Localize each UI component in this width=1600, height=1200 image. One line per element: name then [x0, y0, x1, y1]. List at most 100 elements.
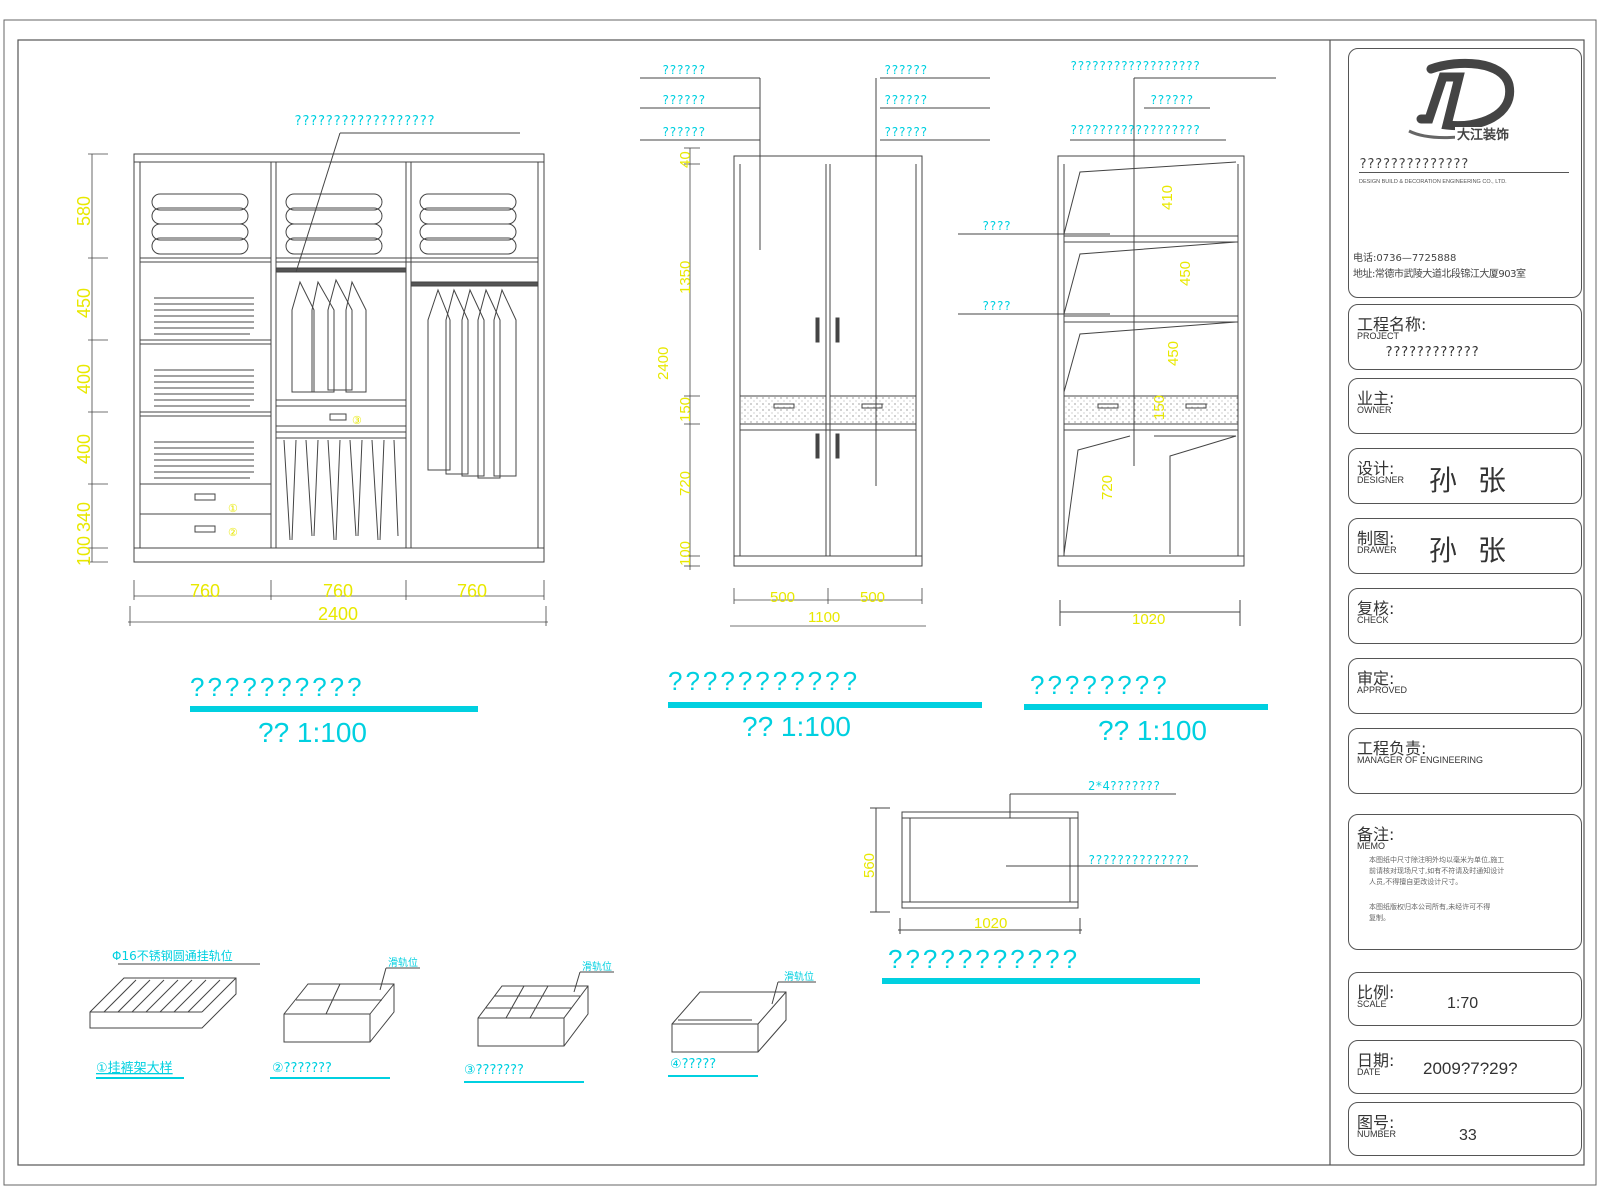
- side-dim-v-2: 450: [1177, 261, 1194, 286]
- front-leader-text: ??????????????????: [294, 114, 435, 129]
- tb-drawer-value: 孙 张: [1429, 534, 1512, 567]
- closed-dim-v-1: 40: [677, 151, 694, 168]
- tb-manager: 工程负责: MANAGER OF ENGINEERING: [1348, 728, 1582, 794]
- accessory-4-label: ④?????: [670, 1057, 716, 1072]
- front-dim-h-3: 760: [457, 581, 487, 601]
- front-view: [133, 132, 545, 563]
- tb-scale-value: 1:70: [1447, 995, 1479, 1012]
- closed-leader-right-3: ??????: [884, 125, 927, 139]
- tb-number-zh: 图号:: [1357, 1113, 1395, 1132]
- tb-number: 图号: NUMBER 33: [1348, 1102, 1582, 1156]
- closed-leader-right-1: ??????: [884, 63, 927, 77]
- tb-owner-zh: 业主:: [1357, 389, 1395, 408]
- side-leader-top-1: ??????????????????: [1070, 59, 1200, 73]
- front-dim-v-5: 340: [74, 502, 94, 532]
- front-drawer-mark-2: ②: [228, 527, 238, 539]
- side-dim-total: 1020: [1132, 611, 1165, 628]
- tb-scale-en: SCALE: [1357, 999, 1387, 1009]
- front-dim-v-1: 580: [74, 196, 94, 226]
- tb-drawer-zh: 制图:: [1357, 529, 1395, 548]
- side-view-title: ????????: [1030, 670, 1170, 700]
- tb-date-value: 2009?7?29?: [1423, 1059, 1518, 1078]
- drawer-dim-w: 1020: [974, 915, 1007, 932]
- front-title-bar: [190, 706, 478, 712]
- tb-owner: 业主: OWNER: [1348, 378, 1582, 434]
- closed-dim-v-4: 150: [677, 397, 694, 422]
- svg-text:大江装饰: 大江装饰: [1457, 127, 1509, 143]
- tb-scale: 比例: SCALE 1:70: [1348, 972, 1582, 1026]
- tb-memo-line-5: 复制。: [1369, 914, 1390, 922]
- closed-leader-left-3: ??????: [662, 125, 705, 139]
- tb-designer-en: DESIGNER: [1357, 475, 1405, 485]
- accessory-1-callout: Φ16不锈钢圆通挂轨位: [112, 948, 233, 963]
- tb-drawer: 制图: DRAWER 孙 张: [1348, 518, 1582, 574]
- tb-number-en: NUMBER: [1357, 1129, 1397, 1139]
- closed-dim-labels: 40 1350 2400 150 720 100 500 500 1100: [655, 151, 885, 626]
- tb-memo: 备注: MEMO 本图纸中尺寸除注明外均以毫米为单位,施工 前请核对现场尺寸,如…: [1348, 814, 1582, 950]
- accessory-3: [477, 971, 614, 1047]
- closed-view-title: ???????????: [668, 666, 860, 696]
- tb-date-en: DATE: [1357, 1067, 1381, 1077]
- tb-number-value: 33: [1459, 1127, 1477, 1144]
- company-logo: 大江装饰: [1408, 58, 1515, 143]
- tb-approved-en: APPROVED: [1357, 685, 1408, 695]
- front-dim-h-2: 760: [323, 581, 353, 601]
- drawer-leader-right: ??????????????: [1088, 853, 1189, 867]
- accessory-3-label: ③???????: [464, 1063, 524, 1078]
- front-dim-total: 2400: [318, 604, 358, 624]
- accessory-2-label: ②???????: [272, 1061, 332, 1076]
- closed-dim-h-1: 500: [770, 589, 795, 606]
- tb-memo-en: MEMO: [1357, 841, 1385, 851]
- closed-view-scale: ?? 1:100: [742, 711, 851, 742]
- closed-view: [640, 77, 990, 567]
- closed-leader-right-2: ??????: [884, 93, 927, 107]
- closed-leader-texts: ?????? ?????? ?????? ?????? ?????? ?????…: [662, 63, 927, 139]
- side-leader-texts: ?????????????????? ?????? ??????????????…: [982, 59, 1200, 313]
- tb-designer: 设计: DESIGNER 孙 张: [1348, 448, 1582, 504]
- front-dim-labels: 760 760 760 2400 580 450 400 400 340 100…: [74, 196, 487, 624]
- closed-dim-total: 1100: [808, 609, 840, 626]
- drawer-plan: [870, 793, 1198, 934]
- tb-approved: 审定: APPROVED: [1348, 658, 1582, 714]
- accessory-4: [671, 981, 816, 1053]
- front-dim-v-2: 450: [74, 288, 94, 318]
- front-view-title: ??????????: [190, 672, 365, 702]
- tb-project-zh: 工程名称:: [1357, 315, 1427, 334]
- closed-dim-v-3: 2400: [655, 347, 672, 380]
- drawer-title-bar: [882, 978, 1200, 984]
- drawer-plan-title: ???????????: [888, 944, 1080, 974]
- tb-drawer-en: DRAWER: [1357, 545, 1397, 555]
- closed-dim-h-2: 500: [860, 589, 885, 606]
- closed-dim-v-5: 720: [677, 471, 694, 496]
- closed-dim-v-6: 100: [677, 541, 694, 566]
- side-dim-labels: 410 450 450 150 720 1020: [1099, 185, 1194, 628]
- tb-memo-line-4: 本图纸版权归本公司所有,未经许可不得: [1369, 903, 1491, 911]
- side-dim-v-1: 410: [1159, 185, 1176, 210]
- tb-project: 工程名称: PROJECT ????????????: [1348, 304, 1582, 370]
- tb-project-value: ????????????: [1385, 345, 1479, 360]
- side-leader-top-2: ??????: [1150, 93, 1193, 107]
- front-dims: [88, 153, 548, 626]
- tb-designer-value: 孙 张: [1429, 464, 1512, 497]
- tb-scale-zh: 比例:: [1357, 983, 1395, 1002]
- side-title-bar: [1024, 704, 1268, 710]
- tb-memo-line-2: 前请核对现场尺寸,如有不符请及时通知设计: [1369, 867, 1505, 875]
- tb-manager-en: MANAGER OF ENGINEERING: [1357, 755, 1484, 765]
- accessory-3-callout: 滑轨位: [582, 960, 612, 973]
- tb-approved-zh: 审定:: [1357, 669, 1395, 688]
- closed-leader-left-1: ??????: [662, 63, 705, 77]
- accessory-4-callout: 滑轨位: [784, 970, 814, 983]
- accessory-2: [283, 967, 420, 1043]
- front-dim-h-1: 760: [190, 581, 220, 601]
- front-pants-mark: ③: [352, 415, 362, 427]
- tb-check: 复核: CHECK: [1348, 588, 1582, 644]
- tb-date-zh: 日期:: [1357, 1051, 1395, 1070]
- accessory-2-callout: 滑轨位: [388, 956, 418, 969]
- company-en: DESIGN BUILD & DECORATION ENGINEERING CO…: [1359, 179, 1507, 185]
- tb-memo-zh: 备注:: [1357, 825, 1395, 844]
- side-leader-top-3: ??????????????????: [1070, 123, 1200, 137]
- inner-border: [17, 39, 1585, 1166]
- side-leader-left-2: ????: [982, 299, 1011, 313]
- tb-manager-zh: 工程负责:: [1357, 739, 1427, 758]
